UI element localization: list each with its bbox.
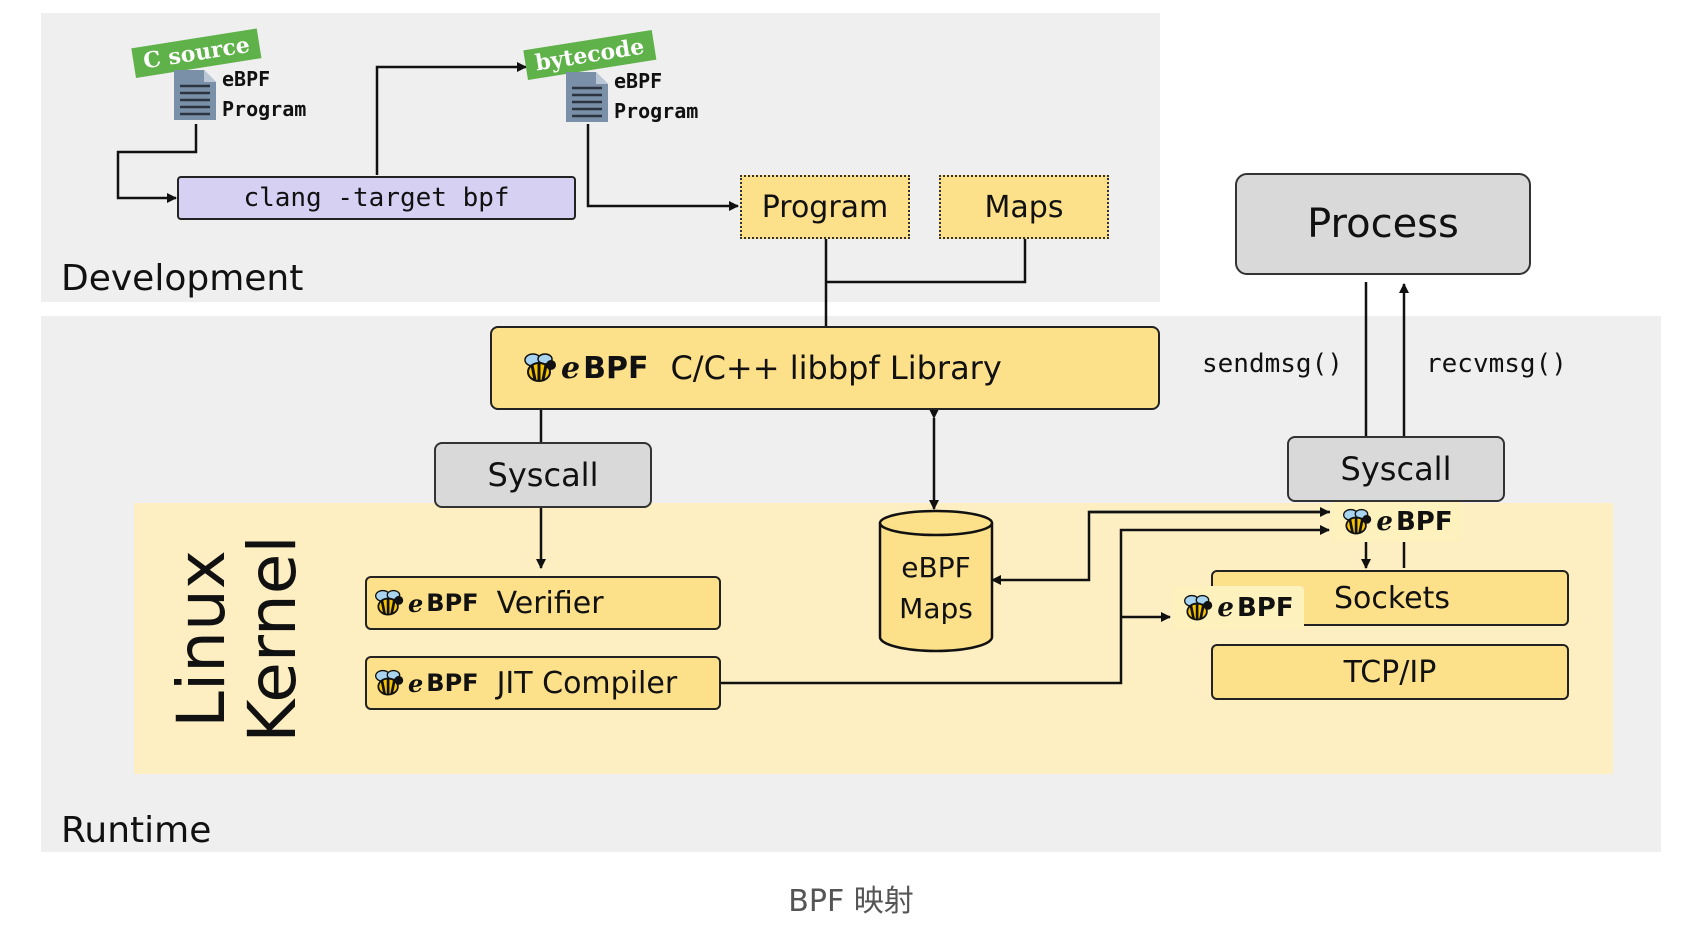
ebpf-logo-e: e <box>561 350 581 386</box>
ebpf-maps-cylinder <box>878 509 994 653</box>
arrow-clang-to-bytecode <box>375 62 527 175</box>
verifier-label: Verifier <box>496 585 604 621</box>
ebpf-maps-label-2: Maps <box>899 592 973 625</box>
tcpip-box: TCP/IP <box>1211 644 1569 700</box>
kernel-label-linux: Linux <box>163 550 240 728</box>
bee-icon <box>375 669 404 696</box>
process-box: Process <box>1235 173 1531 275</box>
ebpf-logo-e: e <box>1217 593 1234 623</box>
maps-box: Maps <box>939 175 1109 239</box>
arrow-source-to-clang <box>116 124 198 203</box>
recvmsg-label: recvmsg() <box>1426 349 1567 379</box>
ebpf-logo-text: BPF <box>426 589 479 617</box>
syscall-right-box: Syscall <box>1287 436 1505 502</box>
ebpf-logo-text: BPF <box>583 350 649 386</box>
ebpf-logo-e: e <box>408 668 424 698</box>
runtime-label: Runtime <box>61 810 212 851</box>
ebpf-logo-text: BPF <box>1395 507 1453 537</box>
line-maps-to-library <box>826 239 1027 284</box>
ebpf-logo-e: e <box>1376 507 1393 537</box>
figure-caption: BPF 映射 <box>788 884 914 919</box>
bytecode-program-label: eBPF Program <box>614 69 699 123</box>
jit-compiler-label: JIT Compiler <box>496 665 678 701</box>
clang-command-box: clang -target bpf <box>177 176 576 220</box>
bee-icon <box>524 353 556 382</box>
ebpf-maps-label-1: eBPF <box>901 551 971 584</box>
ebpf-logo-e: e <box>408 588 424 618</box>
sendmsg-label: sendmsg() <box>1202 349 1343 379</box>
arrow-jit-to-hooks <box>720 525 1330 685</box>
bee-icon <box>1184 594 1213 621</box>
program-box: Program <box>740 175 910 239</box>
syscall-left-box: Syscall <box>434 442 652 508</box>
ebpf-logo-text: BPF <box>426 669 479 697</box>
arrow-bytecode-to-program <box>586 124 739 211</box>
document-icon <box>174 70 216 120</box>
bee-icon <box>1343 508 1372 535</box>
source-program-label: eBPF Program <box>222 67 307 121</box>
sockets-label: Sockets <box>1333 580 1451 616</box>
development-label: Development <box>61 258 304 299</box>
ebpf-logo-text: BPF <box>1236 593 1294 623</box>
libbpf-library-label: C/C++ libbpf Library <box>670 349 1002 387</box>
document-icon <box>566 72 608 122</box>
kernel-label-kernel: Kernel <box>234 535 311 743</box>
bee-icon <box>375 589 404 616</box>
